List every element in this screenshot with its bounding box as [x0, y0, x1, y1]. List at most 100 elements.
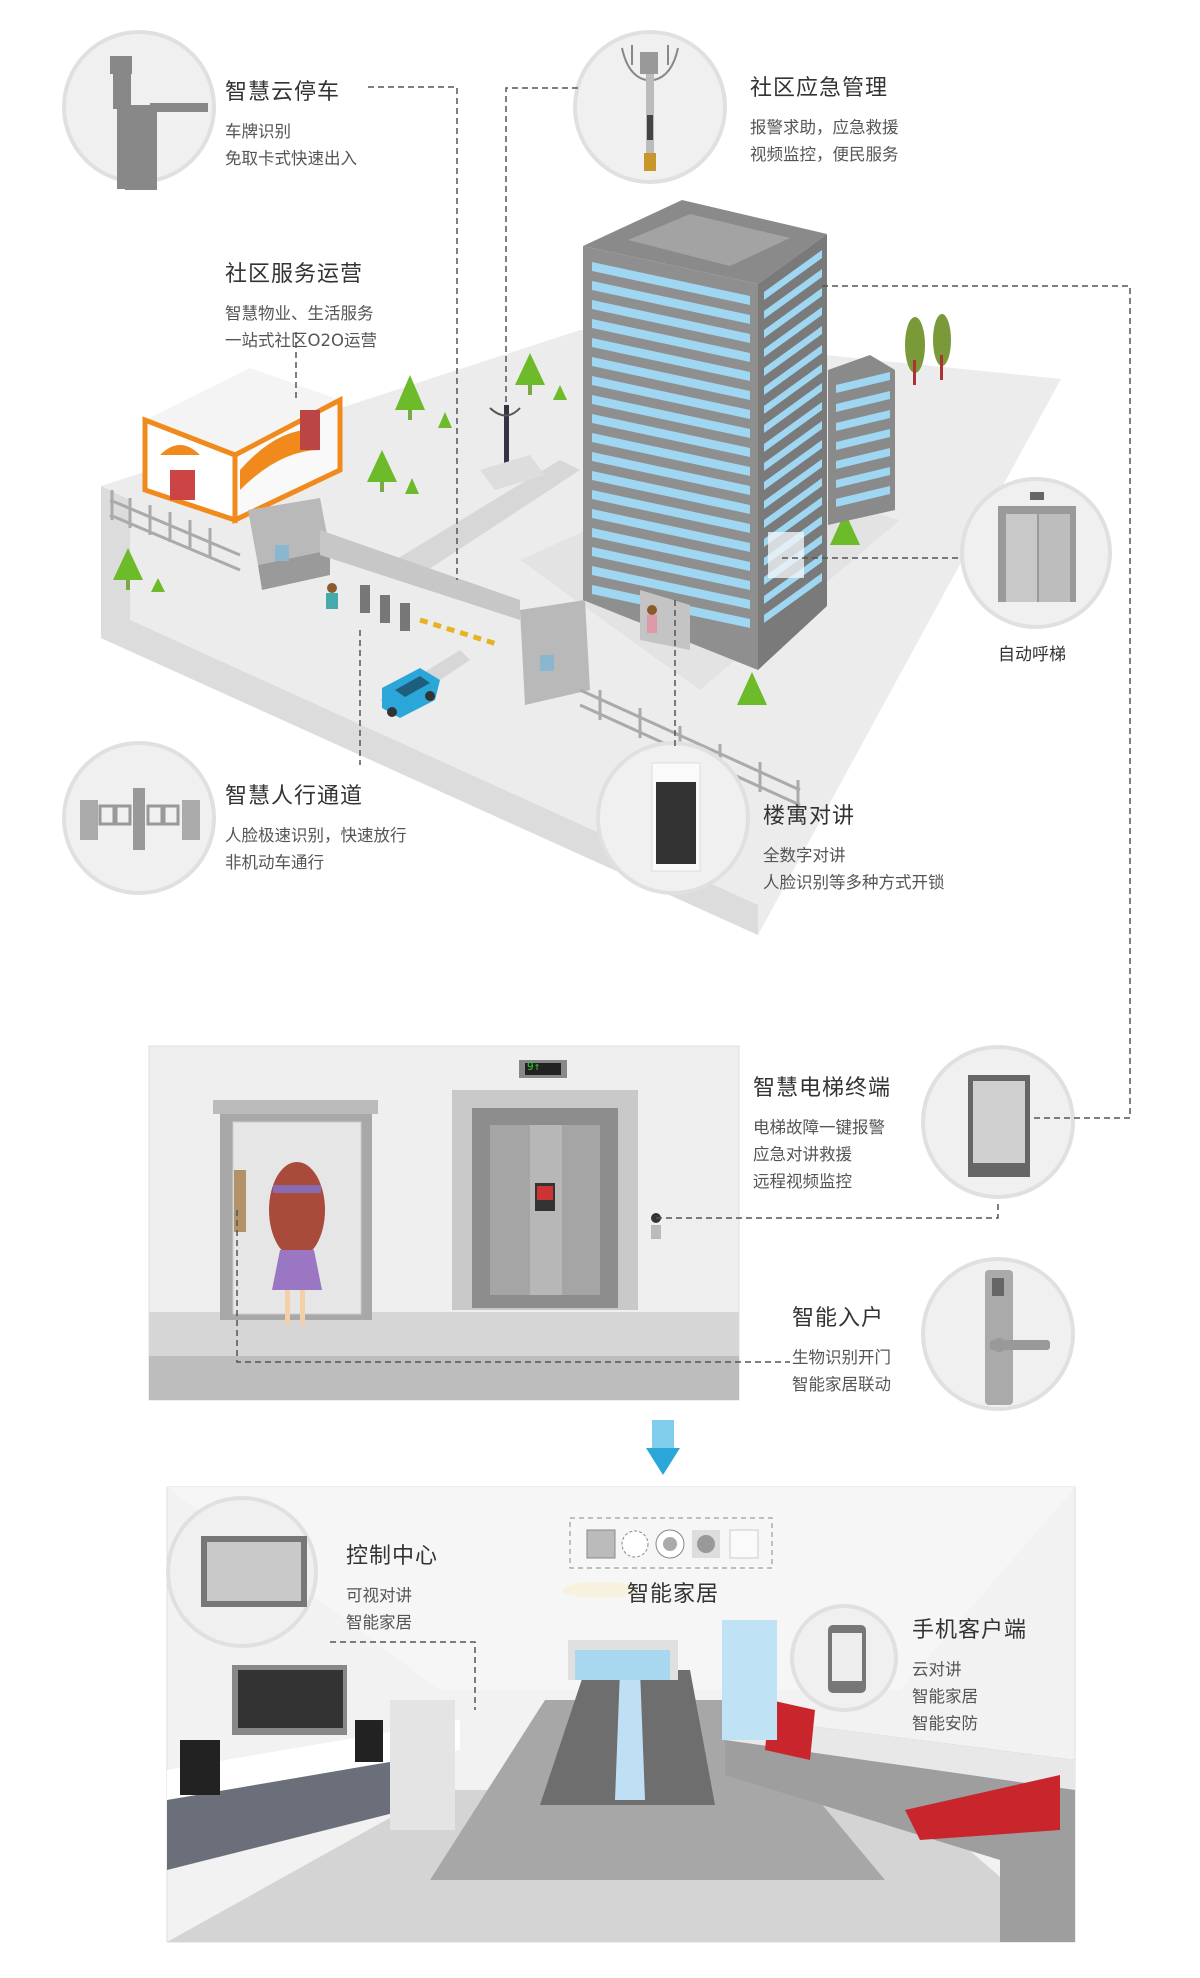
mobile-client-circle: [790, 1604, 898, 1712]
intercom-title: 楼寓对讲: [763, 804, 856, 829]
people: [326, 583, 657, 633]
smart-entry-line: 智能家居联动: [792, 1375, 891, 1394]
window-stripe: [836, 486, 890, 507]
pedestrian-line: 非机动车通行: [225, 853, 324, 872]
window-stripe: [592, 490, 750, 533]
shop: [142, 368, 343, 524]
smart-lock-circle: [921, 1257, 1075, 1411]
window-stripe: [764, 459, 822, 509]
mobile-client-line: 智能家居: [912, 1687, 978, 1706]
mobile-client-line: 云对讲: [912, 1660, 962, 1679]
control-center-circle: [166, 1496, 318, 1648]
intercom-circle: [596, 741, 750, 895]
window-stripe: [764, 288, 822, 338]
elevator-terminal-title: 智慧电梯终端: [753, 1076, 892, 1101]
window-stripe: [764, 554, 822, 604]
window-stripe: [592, 338, 750, 381]
window-stripe: [836, 448, 890, 469]
smart-entry-title: 智能入户: [792, 1306, 885, 1331]
window-stripe: [592, 300, 750, 343]
elevator-terminal-line: 电梯故障一键报警: [753, 1118, 885, 1137]
window-stripe: [836, 391, 890, 412]
office-building: [583, 200, 895, 670]
feature-intercom: 楼寓对讲 全数字对讲 人脸识别等多种方式开锁: [763, 798, 945, 896]
emergency-pole: [480, 405, 545, 490]
elevator-terminal-line: 应急对讲救援: [753, 1145, 852, 1164]
smart-entry-line: 生物识别开门: [792, 1348, 891, 1367]
window-stripe: [592, 395, 750, 438]
control-center-line: 可视对讲: [346, 1586, 412, 1605]
parking-line: 车牌识别: [225, 122, 291, 141]
window-stripe: [836, 410, 890, 431]
parking-circle: [62, 30, 216, 190]
elevator-hall: [148, 1045, 740, 1401]
feature-service: 社区服务运营 智慧物业、生活服务 一站式社区O2O运营: [225, 256, 377, 354]
smart-home-title: 智能家居: [627, 1582, 720, 1607]
window-stripe: [592, 319, 750, 362]
window-stripe: [592, 471, 750, 514]
window-stripe: [592, 357, 750, 400]
window-stripe: [592, 566, 750, 609]
service-title: 社区服务运营: [225, 262, 364, 287]
auto-elevator-circle: [960, 477, 1112, 629]
mobile-client-line: 智能安防: [912, 1714, 978, 1733]
window-stripe: [764, 383, 822, 433]
emergency-title: 社区应急管理: [750, 76, 889, 101]
feature-elevator-terminal: 智慧电梯终端 电梯故障一键报警 应急对讲救援 远程视频监控: [753, 1070, 891, 1195]
window-stripe: [764, 326, 822, 376]
intercom-line: 人脸识别等多种方式开锁: [763, 873, 945, 892]
elevator-terminal-circle: [921, 1045, 1075, 1199]
parking-title: 智慧云停车: [225, 80, 341, 105]
window-stripe: [764, 345, 822, 395]
connector-lines: [236, 86, 1131, 1710]
window-stripe: [592, 509, 750, 552]
service-line: 一站式社区O2O运营: [225, 331, 377, 350]
window-stripe: [764, 307, 822, 357]
window-stripe: [764, 440, 822, 490]
feature-pedestrian: 智慧人行通道 人脸极速识别，快速放行 非机动车通行: [225, 778, 407, 876]
mobile-client-title: 手机客户端: [912, 1618, 1028, 1643]
window-stripe: [764, 421, 822, 471]
emergency-line: 视频监控，便民服务: [750, 145, 899, 164]
feature-control-center: 控制中心 可视对讲 智能家居: [346, 1538, 438, 1636]
window-stripe: [764, 478, 822, 528]
emergency-circle: [573, 30, 727, 184]
elevator-terminal-line: 远程视频监控: [753, 1172, 852, 1191]
feature-parking: 智慧云停车 车牌识别 免取卡式快速出入: [225, 74, 357, 172]
parking-line: 免取卡式快速出入: [225, 149, 357, 168]
elevator-floor-display: 9↑: [527, 1060, 541, 1073]
control-center-title: 控制中心: [346, 1544, 439, 1569]
window-stripe: [592, 528, 750, 571]
window-stripe: [592, 452, 750, 495]
window-stripe: [592, 281, 750, 324]
down-arrow-icon: [646, 1420, 680, 1475]
window-stripe: [764, 573, 822, 623]
pedestrian-line: 人脸极速识别，快速放行: [225, 826, 407, 845]
car: [382, 668, 440, 718]
trees: [113, 314, 951, 705]
window-stripe: [592, 547, 750, 590]
window-stripe: [592, 433, 750, 476]
pedestrian-circle: [62, 741, 216, 895]
feature-smart-entry: 智能入户 生物识别开门 智能家居联动: [792, 1300, 891, 1398]
emergency-line: 报警求助，应急救援: [750, 118, 899, 137]
control-center-line: 智能家居: [346, 1613, 412, 1632]
smart-home-devices: [562, 1517, 773, 1598]
window-stripe: [592, 262, 750, 305]
feature-emergency: 社区应急管理 报警求助，应急救援 视频监控，便民服务: [750, 70, 899, 168]
service-line: 智慧物业、生活服务: [225, 304, 374, 323]
intercom-line: 全数字对讲: [763, 846, 846, 865]
window-stripe: [836, 429, 890, 450]
window-stripe: [836, 467, 890, 488]
feature-mobile-client: 手机客户端 云对讲 智能家居 智能安防: [912, 1612, 1027, 1737]
auto-elevator-label: 自动呼梯: [998, 645, 1066, 665]
window-stripe: [592, 376, 750, 419]
window-stripe: [592, 414, 750, 457]
gate-wall: [248, 498, 590, 705]
pedestrian-title: 智慧人行通道: [225, 784, 364, 809]
window-stripe: [764, 269, 822, 319]
window-stripe: [764, 250, 822, 300]
window-stripe: [764, 364, 822, 414]
window-stripe: [764, 402, 822, 452]
